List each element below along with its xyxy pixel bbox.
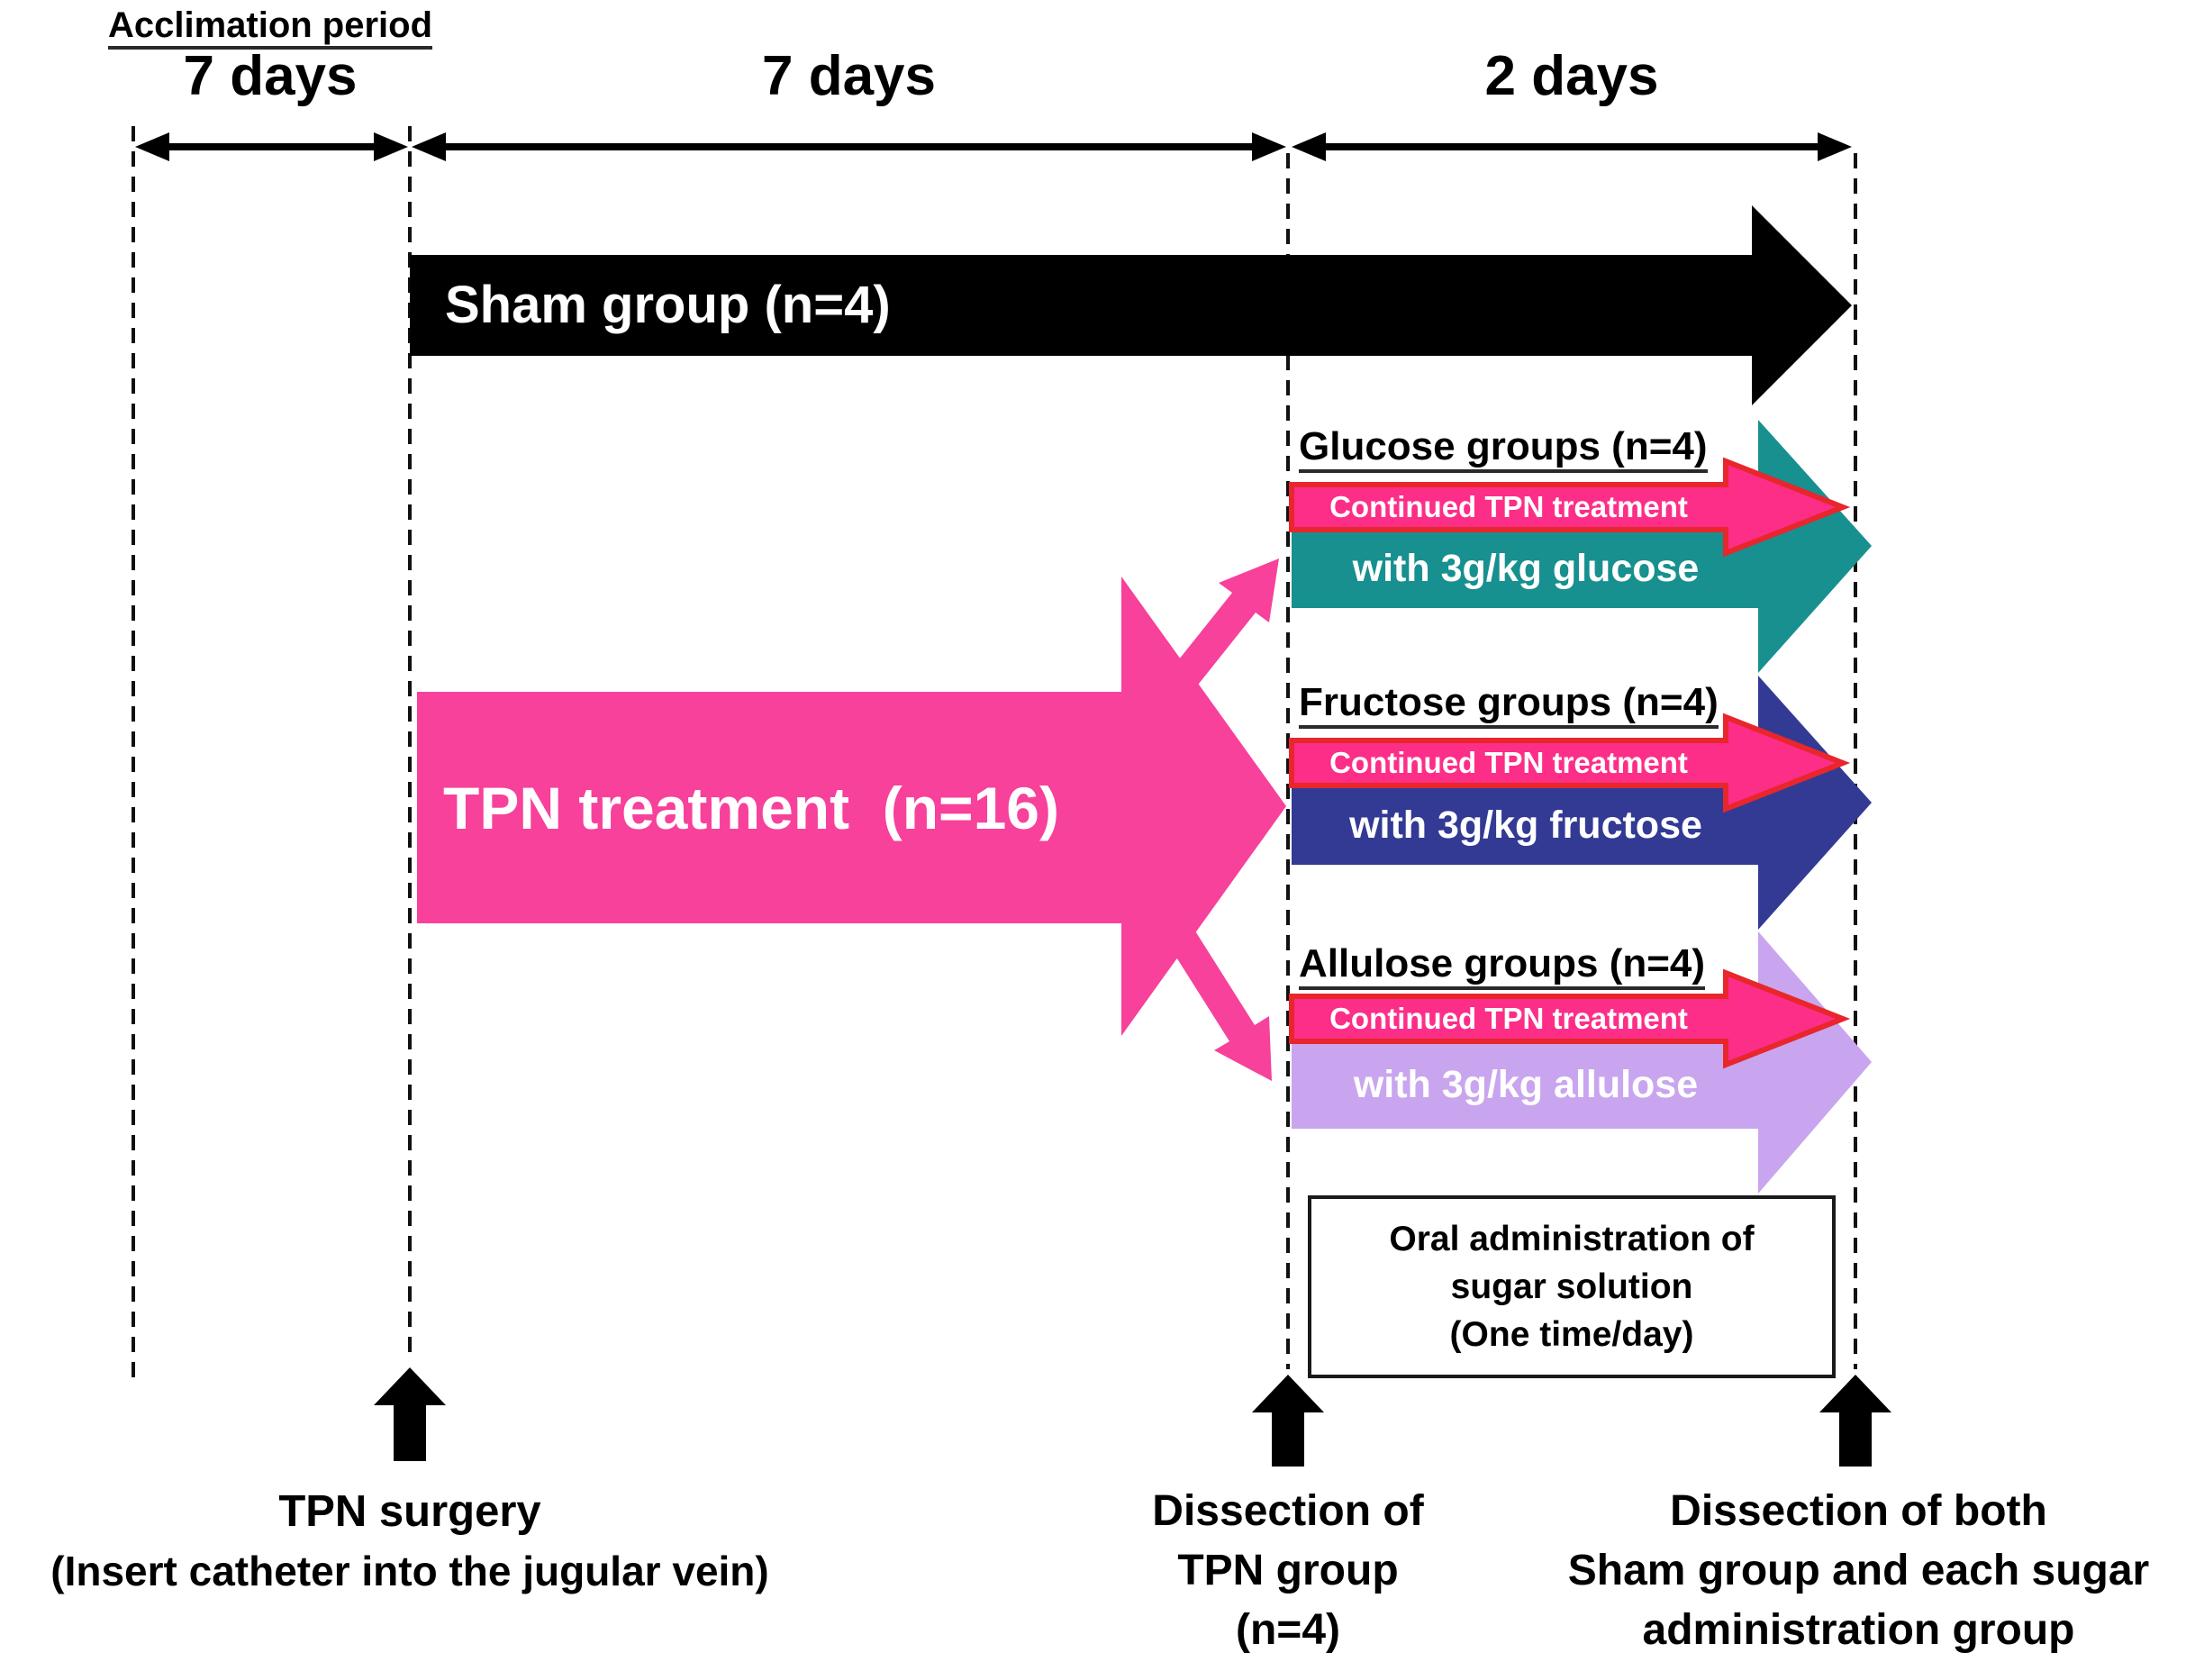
arrowhead-right-icon: [1252, 132, 1286, 161]
period-label-oral: 2 days: [1484, 45, 1659, 107]
acclimation-period-label: Acclimation period: [81, 7, 459, 50]
fructose-arrow: [1292, 676, 1872, 930]
allulose-with-label: with 3g/kg allulose: [1353, 1063, 1699, 1106]
milestone-line: Sham group and each sugar: [1567, 1547, 2150, 1594]
milestone-line: (Insert catheter into the jugular vein): [50, 1548, 769, 1594]
split-arrow-up-icon: [1168, 558, 1279, 693]
fructose-group-label: Fructose groups (n=4): [1299, 683, 1719, 729]
up-arrow-dissection-final-icon: [1819, 1375, 1891, 1467]
split-arrow-down-icon: [1158, 913, 1272, 1081]
glucose-continued-tpn-arrow: [1289, 457, 1851, 558]
arrowhead-left-icon: [135, 132, 169, 161]
period-label-acclimation: 7 days: [183, 45, 358, 107]
duration-arrow-treatment: [412, 132, 1286, 161]
allulose-group-label: Allulose groups (n=4): [1299, 944, 1706, 990]
milestone-dissection-tpn: Dissection of TPN group (n=4): [1040, 1482, 1536, 1660]
oral-box-line-2: sugar solution: [1450, 1267, 1693, 1306]
arrowhead-right-icon: [1818, 132, 1852, 161]
fructose-with-label: with 3g/kg fructose: [1349, 804, 1702, 847]
milestone-line: (n=4): [1235, 1606, 1340, 1654]
allulose-continued-tpn-arrow: [1289, 968, 1851, 1069]
oral-box-line-3: (One time/day): [1449, 1315, 1694, 1354]
milestone-line: administration group: [1642, 1606, 2075, 1654]
duration-arrow-oral: [1292, 132, 1852, 161]
period-label-treatment: 7 days: [761, 45, 937, 107]
milestone-line: Dissection of: [1152, 1487, 1424, 1535]
sham-group-arrow: [410, 205, 1852, 405]
glucose-arrow: [1292, 420, 1872, 673]
glucose-continued-label: Continued TPN treatment: [1329, 490, 1688, 523]
arrowhead-left-icon: [412, 132, 446, 161]
glucose-with-label: with 3g/kg glucose: [1352, 547, 1700, 590]
arrowhead-right-icon: [374, 132, 408, 161]
fructose-continued-label: Continued TPN treatment: [1329, 746, 1688, 779]
oral-box-line-1: Oral administration of: [1389, 1220, 1755, 1258]
milestone-dissection-final: Dissection of both Sham group and each s…: [1522, 1482, 2195, 1660]
oral-administration-box: Oral administration of sugar solution (O…: [1308, 1195, 1836, 1378]
sham-group-label: Sham group (n=4): [445, 276, 891, 334]
milestone-line: TPN surgery: [278, 1487, 541, 1536]
milestone-line: TPN group: [1177, 1547, 1399, 1594]
tpn-treatment-label: TPN treatment (n=16): [443, 775, 1059, 841]
up-arrow-tpn-surgery-icon: [374, 1367, 446, 1461]
up-arrow-dissection-tpn-icon: [1252, 1375, 1324, 1467]
allulose-continued-label: Continued TPN treatment: [1329, 1002, 1688, 1035]
arrowhead-left-icon: [1292, 132, 1326, 161]
tpn-treatment-arrow: [417, 577, 1286, 1036]
duration-arrow-acclimation: [135, 132, 408, 161]
milestone-line: Dissection of both: [1670, 1487, 2047, 1535]
milestone-tpn-surgery: TPN surgery (Insert catheter into the ju…: [5, 1482, 815, 1601]
fructose-continued-tpn-arrow: [1289, 713, 1851, 813]
glucose-group-label: Glucose groups (n=4): [1299, 427, 1708, 473]
